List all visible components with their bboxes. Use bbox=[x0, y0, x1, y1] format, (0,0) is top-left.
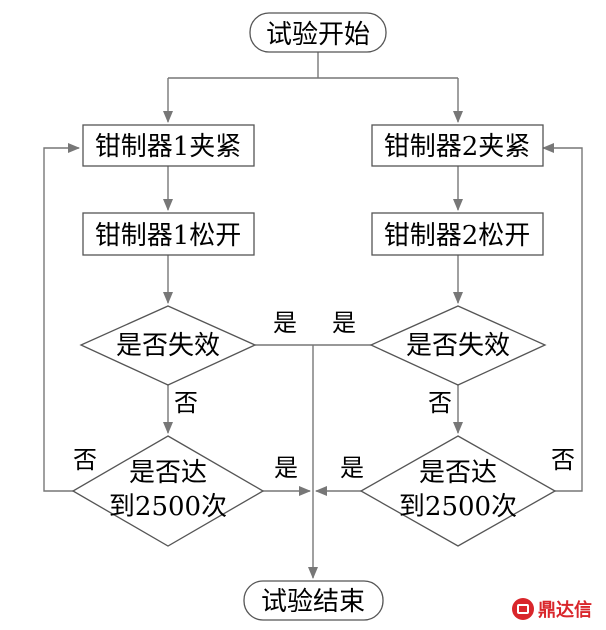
fail1-yes-label: 是 bbox=[273, 309, 297, 337]
start-label: 试验开始 bbox=[266, 20, 370, 50]
release1-box bbox=[82, 212, 255, 256]
fail2-label: 是否失效 bbox=[406, 331, 510, 361]
end-label: 试验结束 bbox=[261, 587, 365, 617]
loop-back-left bbox=[43, 143, 80, 492]
release2-box bbox=[371, 212, 544, 256]
fail2-decision bbox=[369, 305, 547, 386]
count1-decision bbox=[71, 435, 265, 547]
clamp1-label: 钳制器1夹紧 bbox=[95, 132, 242, 162]
fail2-yes-label: 是 bbox=[332, 309, 356, 337]
count1-no-label: 否 bbox=[73, 446, 97, 474]
count2-decision bbox=[359, 435, 557, 547]
fail1-decision bbox=[79, 305, 257, 386]
count1-label-line2: 到2500次 bbox=[109, 492, 227, 522]
brand-logo-icon bbox=[512, 598, 534, 620]
count2-label-line2: 到2500次 bbox=[399, 492, 517, 522]
count1-yes-label: 是 bbox=[274, 454, 298, 482]
fail1-label: 是否失效 bbox=[116, 331, 220, 361]
watermark-text: 鼎达信 bbox=[538, 600, 592, 621]
count2-yes-label: 是 bbox=[340, 454, 364, 482]
fail1-no-label: 否 bbox=[174, 389, 198, 417]
clamp2-box bbox=[371, 124, 544, 167]
count2-label-line1: 是否达 bbox=[419, 458, 497, 488]
clamp2-label: 钳制器2夹紧 bbox=[384, 132, 531, 162]
loop-back-right bbox=[542, 143, 583, 492]
watermark: 鼎达信 bbox=[512, 596, 592, 622]
count1-label-line1: 是否达 bbox=[129, 458, 207, 488]
fail2-no-label: 否 bbox=[428, 389, 452, 417]
connectors bbox=[43, 52, 583, 579]
release1-label: 钳制器1松开 bbox=[95, 221, 242, 251]
release2-label: 钳制器2松开 bbox=[384, 221, 531, 251]
start-node bbox=[249, 12, 387, 53]
count2-no-label: 否 bbox=[551, 446, 575, 474]
end-node bbox=[243, 580, 384, 621]
clamp1-box bbox=[82, 124, 255, 167]
